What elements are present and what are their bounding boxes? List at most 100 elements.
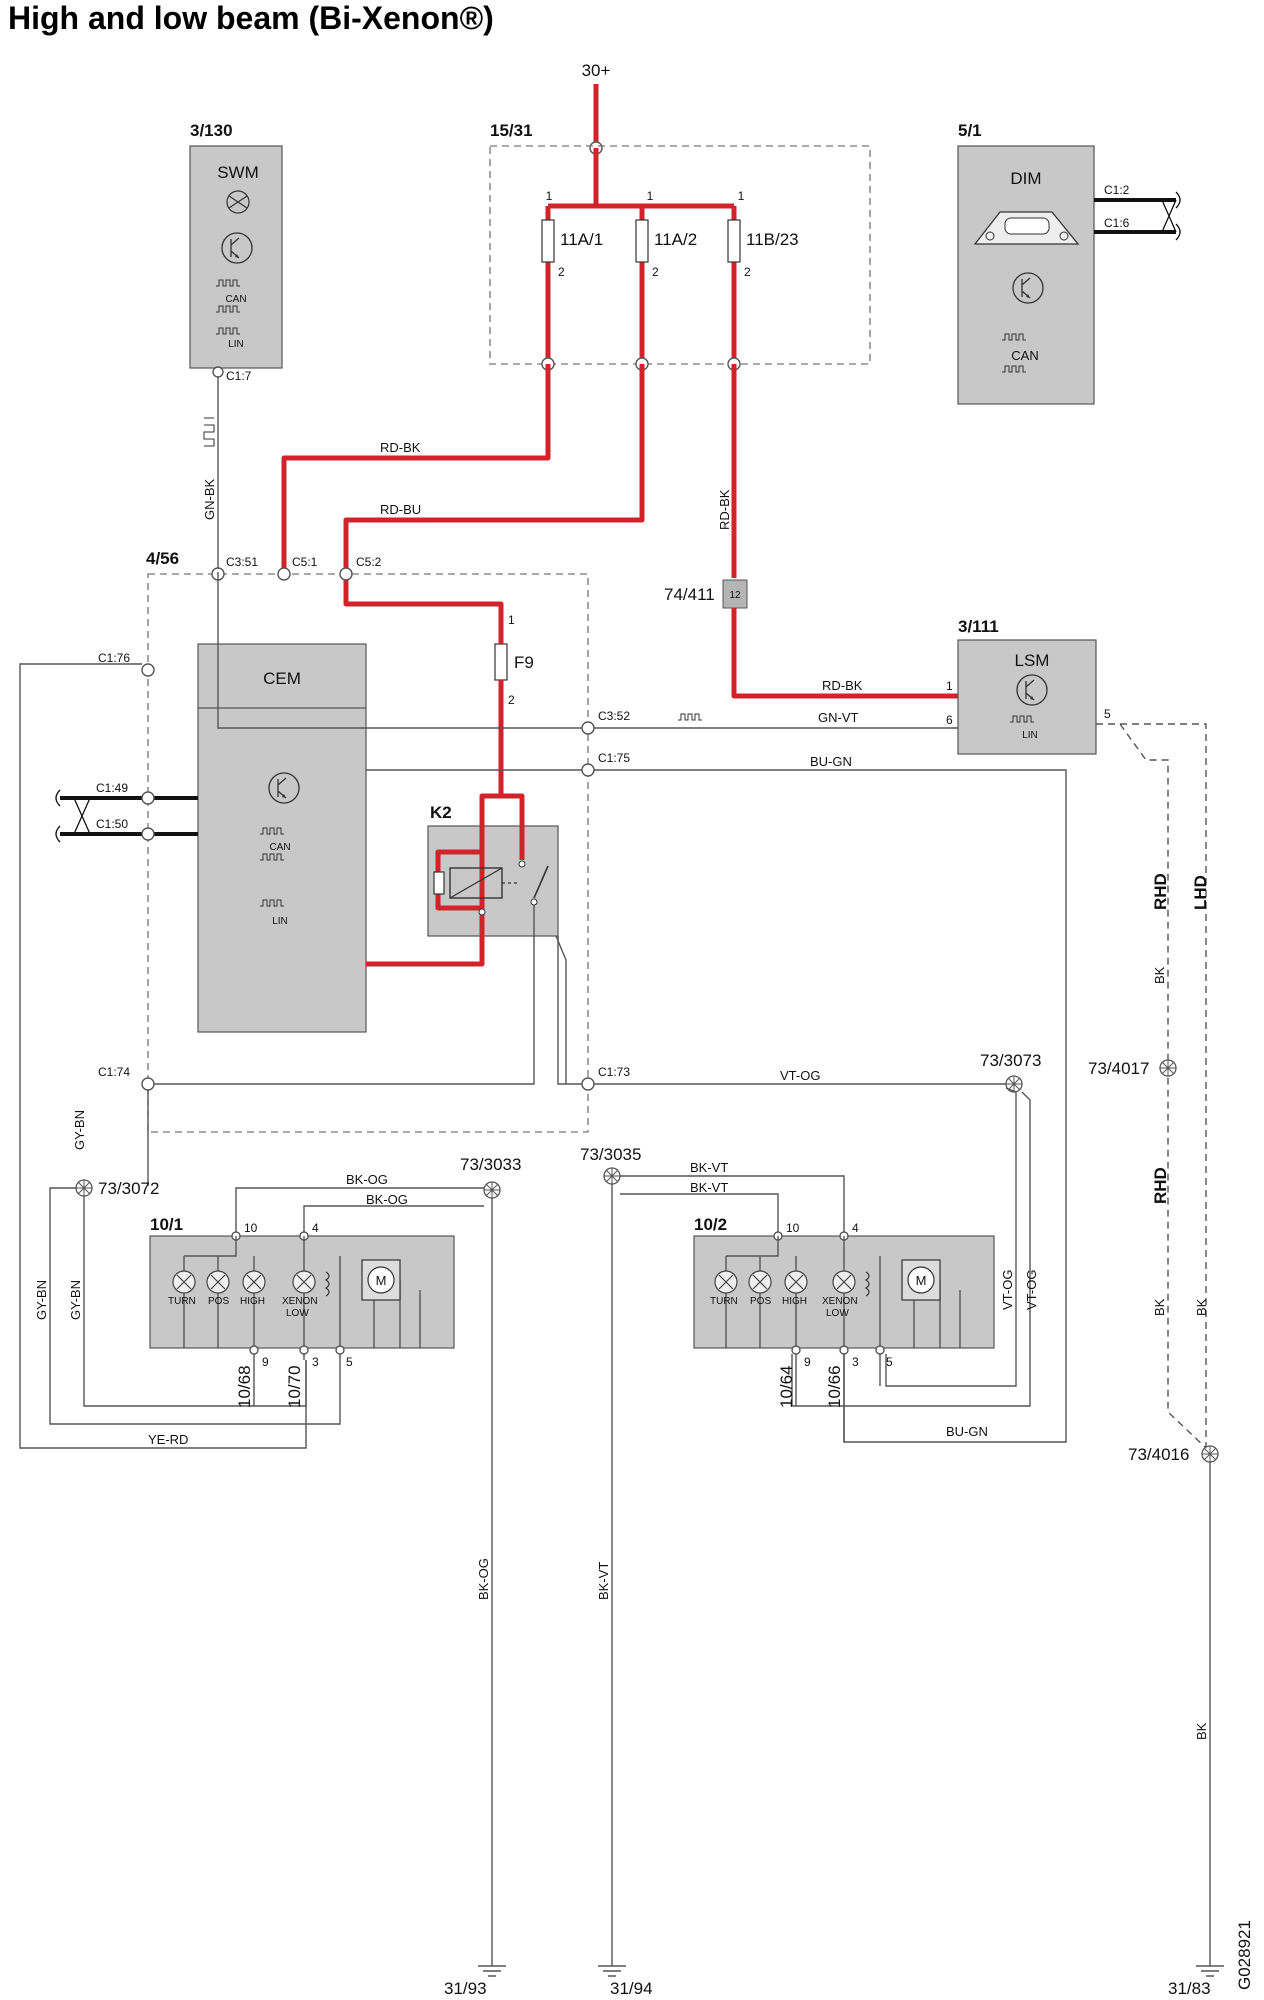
xenon-low-bulb-icon (292, 1270, 316, 1294)
dim-module (957, 145, 1095, 405)
connector-block (722, 579, 748, 609)
light-label: 10/68 (235, 1365, 254, 1408)
supply-label: 30+ (582, 61, 611, 80)
motor-icon: M (361, 1259, 401, 1301)
light-label: 10/66 (825, 1365, 844, 1408)
svg-text:C1:50: C1:50 (96, 817, 128, 831)
relay-id: K2 (430, 803, 452, 822)
svg-text:6: 6 (946, 713, 953, 727)
wire-label: GN-VT (818, 710, 859, 725)
svg-text:2: 2 (744, 265, 751, 279)
svg-text:3: 3 (312, 1355, 319, 1369)
splice-icon (603, 1167, 621, 1185)
svg-text:M: M (916, 1273, 927, 1288)
position-bulb-icon (748, 1270, 772, 1294)
svg-text:1: 1 (647, 189, 654, 203)
svg-text:CAN: CAN (225, 294, 246, 305)
wire-label: RD-BK (717, 489, 732, 530)
splice-icon (483, 1181, 501, 1199)
fuse-box-outline (489, 145, 871, 365)
svg-text:CAN: CAN (269, 842, 290, 853)
svg-text:C1:73: C1:73 (598, 1065, 630, 1079)
dim-connector: C1:6 (1104, 216, 1130, 230)
wire-label: BU-GN (810, 754, 852, 769)
svg-text:10: 10 (786, 1221, 800, 1235)
cem-outline (147, 573, 589, 1133)
turn-bulb-icon (172, 1270, 196, 1294)
splice-label: 73/4017 (1088, 1059, 1149, 1078)
drive-label: RHD (1151, 1167, 1170, 1204)
wire-label: BK-VT (690, 1180, 728, 1195)
svg-text:LIN: LIN (228, 339, 244, 350)
svg-text:C1:49: C1:49 (96, 781, 128, 795)
ground-label: 31/94 (610, 1979, 653, 1998)
drawing-id: G028921 (1235, 1920, 1254, 1990)
wire-label: GY-BN (34, 1280, 49, 1320)
page-title: High and low beam (Bi-Xenon®) (8, 0, 494, 36)
splice-label: 73/3033 (460, 1155, 521, 1174)
svg-text:4: 4 (852, 1221, 859, 1235)
wire-label: BK (1152, 966, 1167, 984)
high-beam-bulb-icon (784, 1270, 808, 1294)
svg-text:LOW: LOW (826, 1308, 849, 1319)
svg-text:POS: POS (750, 1296, 771, 1307)
svg-text:5: 5 (1104, 707, 1111, 721)
lsm-name: LSM (1015, 651, 1050, 670)
swm-id: 3/130 (190, 121, 233, 140)
splice-label: 73/3073 (980, 1051, 1041, 1070)
svg-text:C5:1: C5:1 (292, 555, 318, 569)
wire-label: BK (1194, 1298, 1209, 1316)
svg-text:3: 3 (852, 1355, 859, 1369)
lsm-id: 3/111 (958, 617, 999, 636)
fuse-f9-label: F9 (514, 653, 534, 672)
fuse-11b23: 1 2 11B/23 (727, 189, 799, 364)
fuse-box-id: 15/31 (490, 121, 533, 140)
wire-label: RD-BU (380, 502, 421, 517)
svg-text:2: 2 (652, 265, 659, 279)
svg-text:2: 2 (558, 265, 565, 279)
wire-label: VT-OG (780, 1068, 820, 1083)
right-light-id: 10/2 (694, 1215, 727, 1234)
ground-icon (597, 1947, 627, 1977)
svg-text:C3:51: C3:51 (226, 555, 258, 569)
wire-label: BU-GN (946, 1424, 988, 1439)
svg-text:LIN: LIN (272, 916, 288, 927)
wire-label: VT-OG (1024, 1270, 1039, 1310)
fuse-11a2: 1 2 11A/2 (635, 189, 697, 364)
svg-text:12: 12 (729, 590, 741, 601)
position-bulb-icon (206, 1270, 230, 1294)
light-label: 10/70 (285, 1365, 304, 1408)
fuse-f9 (494, 643, 508, 681)
svg-text:C3:52: C3:52 (598, 709, 630, 723)
cem-id: 4/56 (146, 549, 179, 568)
wire-label: GN-BK (202, 479, 217, 521)
fuse-label: 11A/1 (560, 230, 603, 249)
svg-text:9: 9 (262, 1355, 269, 1369)
svg-text:9: 9 (804, 1355, 811, 1369)
wire-label: RD-BK (380, 440, 421, 455)
wire-label: BK-VT (690, 1160, 728, 1175)
svg-text:POS: POS (208, 1296, 229, 1307)
wire-label: BK (1194, 1722, 1209, 1740)
svg-text:XENON: XENON (282, 1296, 318, 1307)
high-beam-bulb-icon (242, 1270, 266, 1294)
fuse-11a1: 1 2 11A/1 (541, 189, 603, 364)
svg-text:C5:2: C5:2 (356, 555, 382, 569)
wire-label: BK-OG (476, 1558, 491, 1600)
steering-wheel-icon (226, 190, 250, 214)
svg-text:C1:74: C1:74 (98, 1065, 130, 1079)
cem-module (197, 643, 367, 1033)
wire-label: BK-VT (596, 1562, 611, 1600)
light-label: 10/64 (777, 1365, 796, 1408)
drive-label: RHD (1151, 873, 1170, 910)
svg-text:LOW: LOW (286, 1308, 309, 1319)
xenon-low-bulb-icon (832, 1270, 856, 1294)
svg-text:CAN: CAN (1011, 348, 1038, 363)
svg-text:LIN: LIN (1022, 730, 1038, 741)
fuse-label: 11A/2 (654, 230, 697, 249)
svg-text:5: 5 (346, 1355, 353, 1369)
svg-text:1: 1 (546, 189, 553, 203)
ground-label: 31/83 (1168, 1979, 1211, 1998)
cem-name: CEM (263, 669, 301, 688)
left-light-id: 10/1 (150, 1215, 183, 1234)
